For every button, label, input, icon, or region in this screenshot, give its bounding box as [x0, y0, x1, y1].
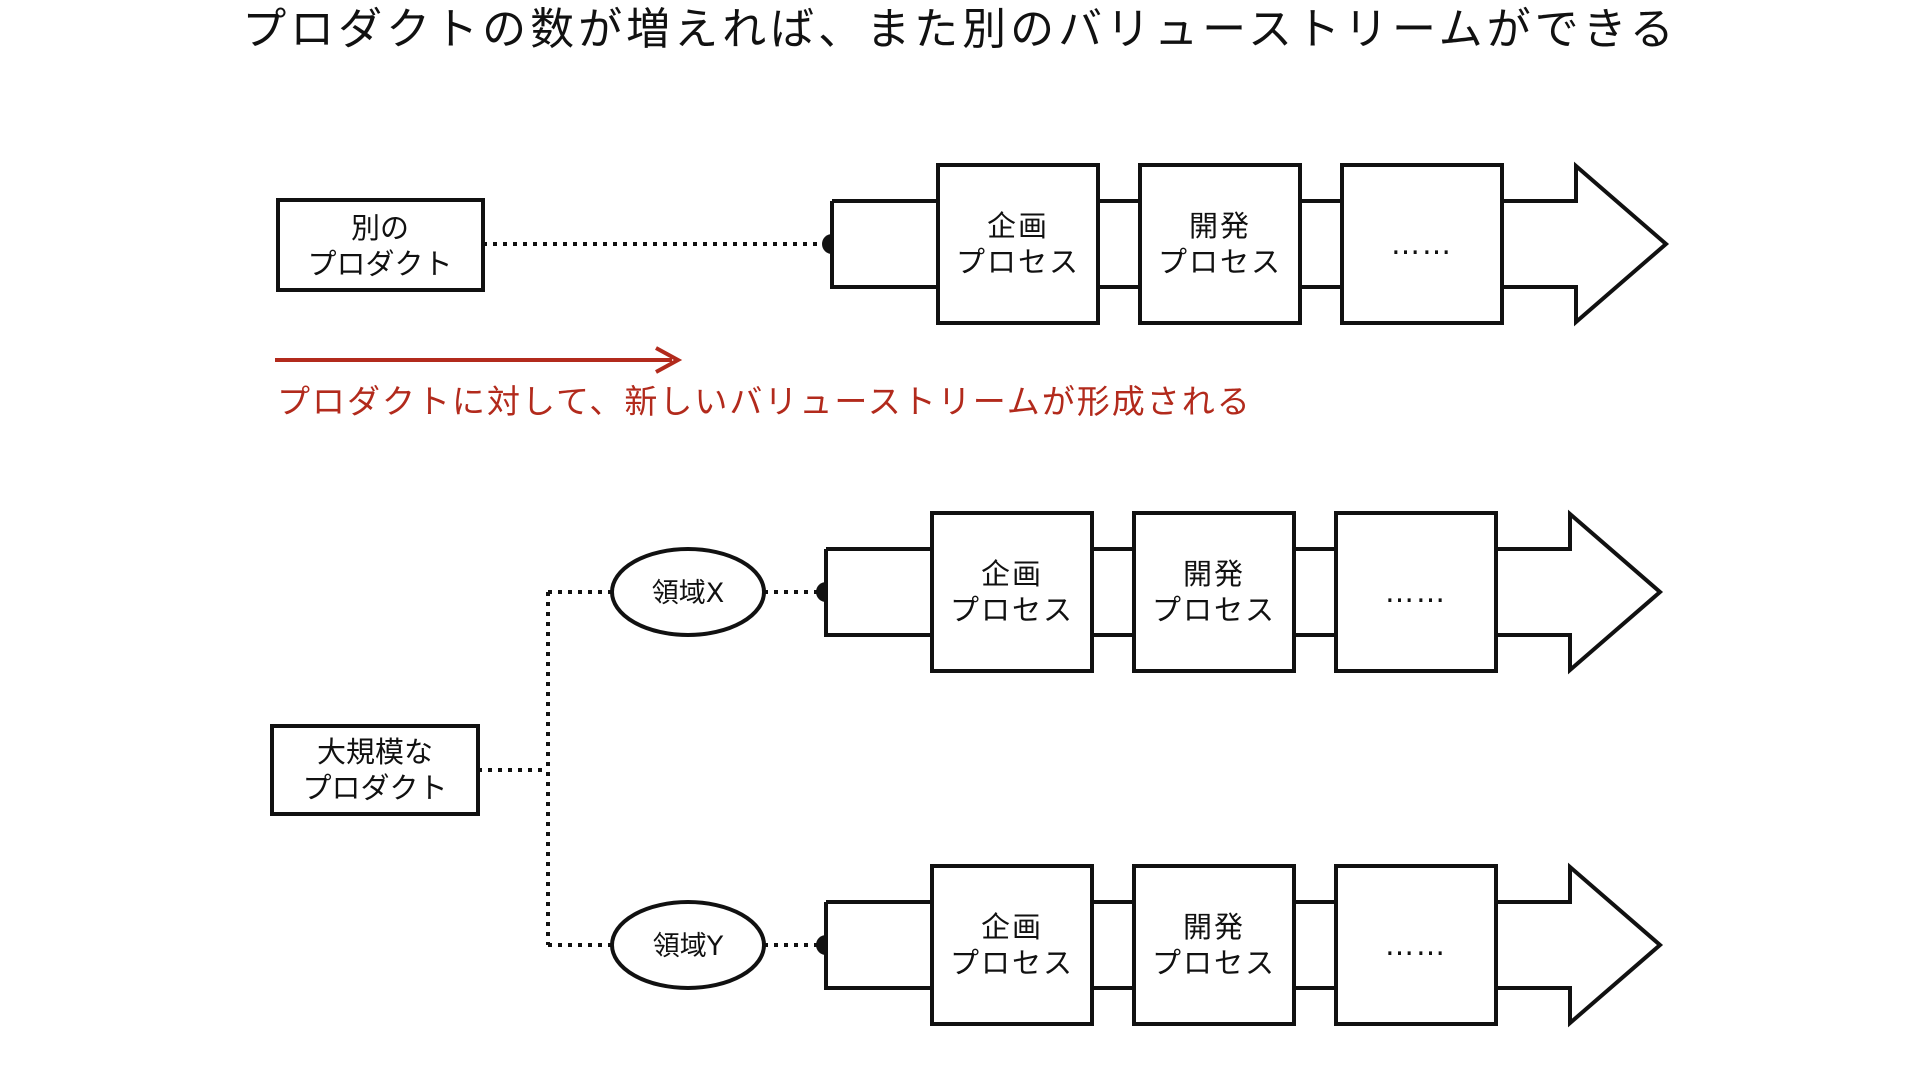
process-label: 開発 [1183, 910, 1245, 944]
process-label: プロセス [956, 245, 1080, 279]
process-label: 企画 [981, 910, 1043, 944]
process-label: 開発 [1189, 209, 1251, 243]
process-box [1334, 511, 1498, 673]
process-box [930, 864, 1094, 1026]
process-box [1334, 864, 1498, 1026]
caption-arrow: プロダクトに対して、新しいバリューストリームが形成される [275, 346, 1252, 421]
domain-x-label: 領域X [652, 578, 725, 609]
process-label: 開発 [1183, 557, 1245, 591]
process-label: …… [1385, 928, 1447, 962]
process-label: …… [1385, 575, 1447, 609]
product-label-line-1: 別の [351, 211, 409, 245]
red-arrow-head [655, 346, 683, 374]
process-label: 企画 [987, 209, 1049, 243]
diagram-title: プロダクトの数が増えれば、また別のバリューストリームができる [242, 4, 1678, 55]
top-section: 別の プロダクト 企画プロセス開発プロセス…… [276, 161, 1670, 327]
value-stream-arrow-x: 企画プロセス開発プロセス…… [824, 509, 1664, 675]
process-box [1132, 864, 1296, 1026]
domain-y-label: 領域Y [653, 931, 724, 962]
product-label-line-2: プロダクト [307, 247, 452, 281]
process-box [1132, 511, 1296, 673]
process-label: プロセス [950, 593, 1074, 627]
process-label: 企画 [981, 557, 1043, 591]
large-product-label-line-1: 大規模な [317, 735, 433, 769]
red-caption-text: プロダクトに対して、新しいバリューストリームが形成される [277, 382, 1252, 421]
large-product-label-line-2: プロダクト [302, 771, 447, 805]
process-box [1340, 163, 1504, 325]
process-box [930, 511, 1094, 673]
process-label: プロセス [950, 946, 1074, 980]
process-label: …… [1391, 227, 1453, 261]
process-label: プロセス [1152, 593, 1276, 627]
process-box [1138, 163, 1302, 325]
process-label: プロセス [1152, 946, 1276, 980]
process-box [936, 163, 1100, 325]
value-stream-arrow-y: 企画プロセス開発プロセス…… [824, 862, 1664, 1028]
value-stream-arrow: 企画プロセス開発プロセス…… [830, 161, 1670, 327]
product-box-other [276, 198, 485, 292]
process-label: プロセス [1158, 245, 1282, 279]
